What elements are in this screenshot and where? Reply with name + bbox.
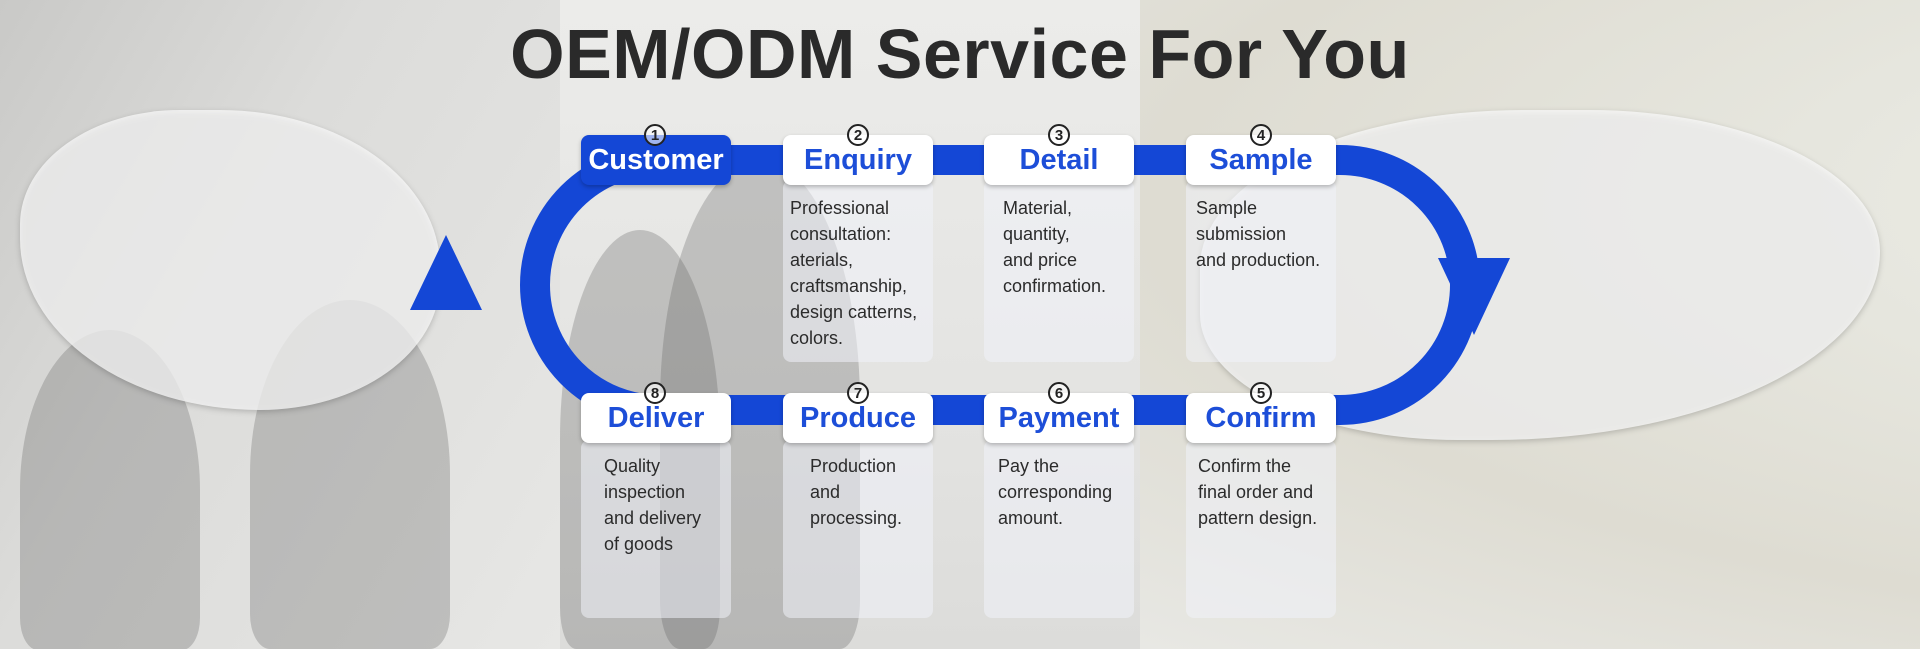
step-sample-description: Sample submission and production. [1196,198,1321,270]
step-number-8: 8 [644,382,666,404]
step-enquiry-description: Professional consultation: aterials, cra… [790,198,918,348]
cycle-track [520,145,1480,425]
step-number-2: 2 [847,124,869,146]
step-number-4: 4 [1250,124,1272,146]
step-sample-card [1186,180,1336,362]
step-produce-header: Produce [783,393,933,443]
step-number-3: 3 [1048,124,1070,146]
step-number-7: 7 [847,382,869,404]
step-produce-card [783,440,933,618]
step-produce-description: Production and processing. [810,456,903,528]
world-map-americas [20,110,440,410]
step-detail-description: Material, quantity, and price confirmati… [1003,198,1107,296]
step-number-1: 1 [644,124,666,146]
step-deliver-description: Quality inspection and delivery of goods [604,456,702,554]
step-payment-card [984,440,1134,618]
step-enquiry-card [783,180,933,362]
step-deliver-card [581,440,731,618]
arrow-up-head [410,235,482,310]
step-confirm-card [1186,440,1336,618]
step-detail-card [984,180,1134,362]
step-payment-description: Pay the corresponding amount. [998,456,1113,528]
step-number-5: 5 [1250,382,1272,404]
step-number-6: 6 [1048,382,1070,404]
step-confirm-description: Confirm the final order and pattern desi… [1198,456,1318,528]
arrow-down-head [1438,258,1510,335]
page-title: OEM/ODM Service For You [510,15,1410,93]
